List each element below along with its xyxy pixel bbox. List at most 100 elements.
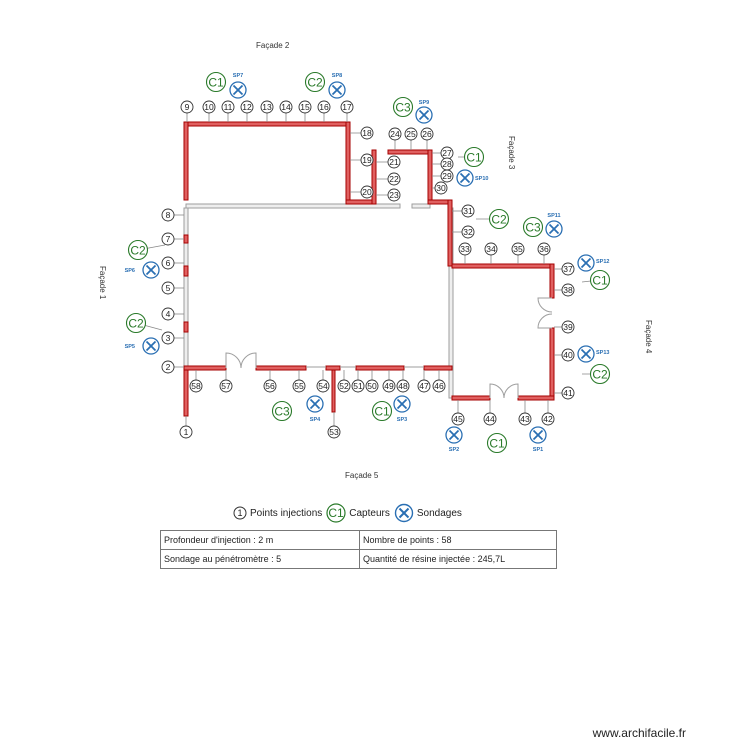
injection-point: 18: [360, 126, 374, 140]
injection-point: 37: [561, 262, 575, 276]
injection-point-label: 35: [513, 244, 523, 254]
sounding-cross: [232, 84, 244, 96]
injection-point-label: 37: [563, 264, 573, 274]
injection-point-circle: [351, 379, 365, 393]
sounding-label: SP11: [547, 213, 560, 219]
injection-point-label: 12: [242, 102, 252, 112]
injection-point: 38: [561, 283, 575, 297]
injection-point: 13: [260, 100, 274, 114]
injection-point: 54: [316, 379, 330, 393]
injection-point: 42: [541, 412, 555, 426]
injection-point: 50: [365, 379, 379, 393]
injection-point-label: 25: [406, 129, 416, 139]
injection-point: 39: [561, 320, 575, 334]
sensor-circle: [589, 363, 611, 385]
injection-point-label: 54: [318, 381, 328, 391]
injection-point-label: 38: [563, 285, 573, 295]
injection-point-circle: [537, 242, 551, 256]
injection-point-circle: [327, 425, 341, 439]
sensor-circle: [271, 400, 293, 422]
sensor-circle: [589, 269, 611, 291]
injection-point-label: 15: [300, 102, 310, 112]
injection-point-circle: [298, 100, 312, 114]
sounding: SP4: [306, 395, 324, 423]
injection-point-label: 52: [339, 381, 349, 391]
injection-point-circle: [360, 153, 374, 167]
penetrometer-count: Sondage au pénétromètre : 5: [160, 549, 360, 569]
injection-point-circle: [360, 185, 374, 199]
injection-point: 33: [458, 242, 472, 256]
sensor: C1: [458, 146, 485, 168]
sounding: SP1: [529, 426, 547, 453]
injection-point-label: 33: [460, 244, 470, 254]
injection-point-circle: [180, 100, 194, 114]
injection-point-circle: [484, 242, 498, 256]
legend-points: 1 Points injections: [233, 506, 322, 520]
sounding-cross: [145, 264, 157, 276]
sensor-label: C1: [489, 437, 505, 451]
injection-point-circle: [161, 281, 175, 295]
injection-point-circle: [417, 379, 431, 393]
sensor: C3: [271, 400, 293, 422]
injection-point-circle: [317, 100, 331, 114]
injection-point: 4: [161, 307, 175, 321]
injection-point: 11: [221, 100, 235, 114]
injection-point-circle: [365, 379, 379, 393]
sounding-label: SP5: [125, 344, 135, 350]
sensor: C2: [125, 312, 163, 334]
legend-sensors-symbol: C1: [329, 506, 345, 520]
injection-point: 3: [161, 331, 175, 345]
sensor: C2: [127, 239, 166, 261]
sounding-label: SP1: [533, 447, 543, 453]
injection-point-label: 30: [436, 183, 446, 193]
facade-3-label: Façade 3: [507, 136, 516, 170]
sounding-label: SP12: [596, 259, 609, 265]
injection-point: 48: [396, 379, 410, 393]
sensor-label: C2: [307, 76, 323, 90]
injection-point-circle: [161, 232, 175, 246]
injection-point: 10: [202, 100, 216, 114]
injection-point-label: 4: [166, 309, 171, 319]
sensor-circle: [522, 216, 544, 238]
injection-point-label: 39: [563, 322, 573, 332]
legend: 1 Points injections C1 Capteurs Sondages: [233, 503, 466, 523]
injection-point-circle: [541, 412, 555, 426]
injection-point: 7: [161, 232, 175, 246]
injection-point: 31: [461, 204, 475, 218]
legend-soundings-label: Sondages: [416, 507, 462, 519]
sensor: C3: [392, 96, 414, 118]
injection-point-circle: [396, 379, 410, 393]
injection-point-circle: [202, 100, 216, 114]
injection-point-circle: [387, 155, 401, 169]
injection-point-circle: [161, 256, 175, 270]
injection-point-label: 56: [265, 381, 275, 391]
injection-point: 47: [417, 379, 431, 393]
injection-point-label: 48: [398, 381, 408, 391]
injection-point-circle: [263, 379, 277, 393]
sounding: SP12: [577, 254, 609, 272]
injection-point-circle: [461, 225, 475, 239]
injection-point-label: 18: [362, 128, 372, 138]
injection-point: 55: [292, 379, 306, 393]
injection-point-label: 10: [204, 102, 214, 112]
injection-point-label: 1: [184, 427, 189, 437]
injection-point-label: 3: [166, 333, 171, 343]
injection-point-label: 46: [434, 381, 444, 391]
injection-point-circle: [458, 242, 472, 256]
sounding: SP11: [545, 213, 563, 238]
injection-point-label: 26: [422, 129, 432, 139]
injection-depth: Profondeur d'injection : 2 m: [160, 530, 360, 550]
sounding-label: SP8: [332, 73, 342, 79]
injection-point-label: 9: [185, 102, 190, 112]
injection-point: 5: [161, 281, 175, 295]
sensor-label: C3: [395, 101, 411, 115]
injection-point-circle: [179, 425, 193, 439]
injection-point-circle: [511, 242, 525, 256]
sounding-cross: [532, 429, 544, 441]
sensor-circle: [486, 432, 508, 454]
injection-point-circle: [260, 100, 274, 114]
injection-point-label: 5: [166, 283, 171, 293]
